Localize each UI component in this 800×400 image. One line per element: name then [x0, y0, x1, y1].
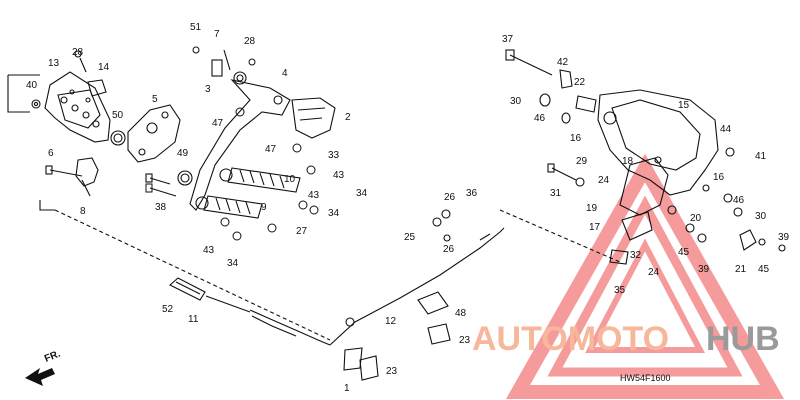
- part-label: 23: [459, 335, 471, 346]
- part-label: 46: [534, 113, 546, 124]
- part-label: 15: [678, 100, 690, 111]
- part-label: 24: [598, 175, 610, 186]
- drawing-code: HW54F1600: [620, 373, 671, 383]
- brand-watermark: AUTOMOTO HUB: [472, 320, 780, 358]
- lever-4: [189, 49, 336, 211]
- part-label: 9: [261, 202, 267, 213]
- warning-triangle-icon: [505, 153, 785, 399]
- part-label: 37: [502, 34, 514, 45]
- part-label: 31: [550, 188, 562, 199]
- part-label: 21: [735, 264, 747, 275]
- part-label: 16: [570, 133, 582, 144]
- part-label: 34: [328, 208, 340, 219]
- part-label: 44: [720, 124, 732, 135]
- part-label: 29: [576, 156, 588, 167]
- part-label: 20: [690, 213, 702, 224]
- part-label: 6: [48, 148, 54, 159]
- part-label: 52: [162, 304, 174, 315]
- part-label: 35: [614, 285, 626, 296]
- part-label: 26: [444, 192, 456, 203]
- part-label: 13: [48, 58, 60, 69]
- part-label: 48: [455, 308, 467, 319]
- part-label: 40: [26, 80, 38, 91]
- caliper-15: [505, 49, 735, 196]
- part-label: 22: [574, 77, 586, 88]
- part-label: 4: [282, 68, 288, 79]
- part-label: 28: [244, 36, 256, 47]
- part-label: 27: [296, 226, 308, 237]
- part-label: 50: [112, 110, 124, 121]
- fasteners-left: [145, 46, 319, 241]
- part-number-labels: 51 7 28 3 4 47 2 28 14 13 40 50 5 49 38 …: [26, 22, 790, 394]
- part-label: 36: [466, 188, 478, 199]
- part-label: 33: [328, 150, 340, 161]
- part-label: 8: [80, 206, 86, 217]
- left-bracket-assembly: [7, 50, 126, 146]
- part-label: 43: [333, 170, 345, 181]
- cable-12: [169, 209, 621, 381]
- part-label: 34: [356, 188, 368, 199]
- spring-10: [219, 167, 301, 193]
- part-label: 47: [212, 118, 224, 129]
- spring-9: [195, 195, 263, 219]
- part-label: 46: [733, 195, 745, 206]
- part-label: 51: [190, 22, 202, 33]
- part-label: 24: [648, 267, 660, 278]
- plate-5: [127, 104, 193, 186]
- part-label: 5: [152, 94, 158, 105]
- part-label: 42: [557, 57, 569, 68]
- part-label: 2: [345, 112, 351, 123]
- caliper-inner-parts: [547, 156, 786, 265]
- part-label: 25: [404, 232, 416, 243]
- part-label: 12: [385, 316, 397, 327]
- part-label: 32: [630, 250, 642, 261]
- part-label: 26: [443, 244, 455, 255]
- part-label: 30: [755, 211, 767, 222]
- part-label: 39: [778, 232, 790, 243]
- part-label: 19: [586, 203, 598, 214]
- brand-name-part1: AUTOMOTO: [472, 320, 669, 358]
- part-label: 7: [214, 29, 220, 40]
- part-label: 3: [205, 84, 211, 95]
- part-label: 34: [227, 258, 239, 269]
- part-label: 43: [308, 190, 320, 201]
- part-label: 45: [678, 247, 690, 258]
- part-label: 23: [386, 366, 398, 377]
- part-label: 10: [284, 174, 296, 185]
- part-label: 39: [698, 264, 710, 275]
- part-label: 45: [758, 264, 770, 275]
- part-label: 43: [203, 245, 215, 256]
- part-label: 11: [188, 314, 199, 325]
- part-label: 14: [98, 62, 110, 73]
- part-label: 41: [755, 151, 767, 162]
- front-arrow-icon: [25, 368, 55, 386]
- part-label: 18: [622, 156, 634, 167]
- part-label: 38: [155, 202, 167, 213]
- part-label: 49: [177, 148, 189, 159]
- front-marker: FR.: [43, 348, 62, 364]
- brand-name-part2: HUB: [706, 320, 780, 358]
- rod-6: [39, 157, 331, 341]
- part-label: 47: [265, 144, 277, 155]
- part-label: 17: [589, 222, 601, 233]
- part-label: 1: [344, 383, 350, 394]
- part-label: 16: [713, 172, 725, 183]
- part-label: 28: [72, 47, 84, 58]
- part-label: 30: [510, 96, 522, 107]
